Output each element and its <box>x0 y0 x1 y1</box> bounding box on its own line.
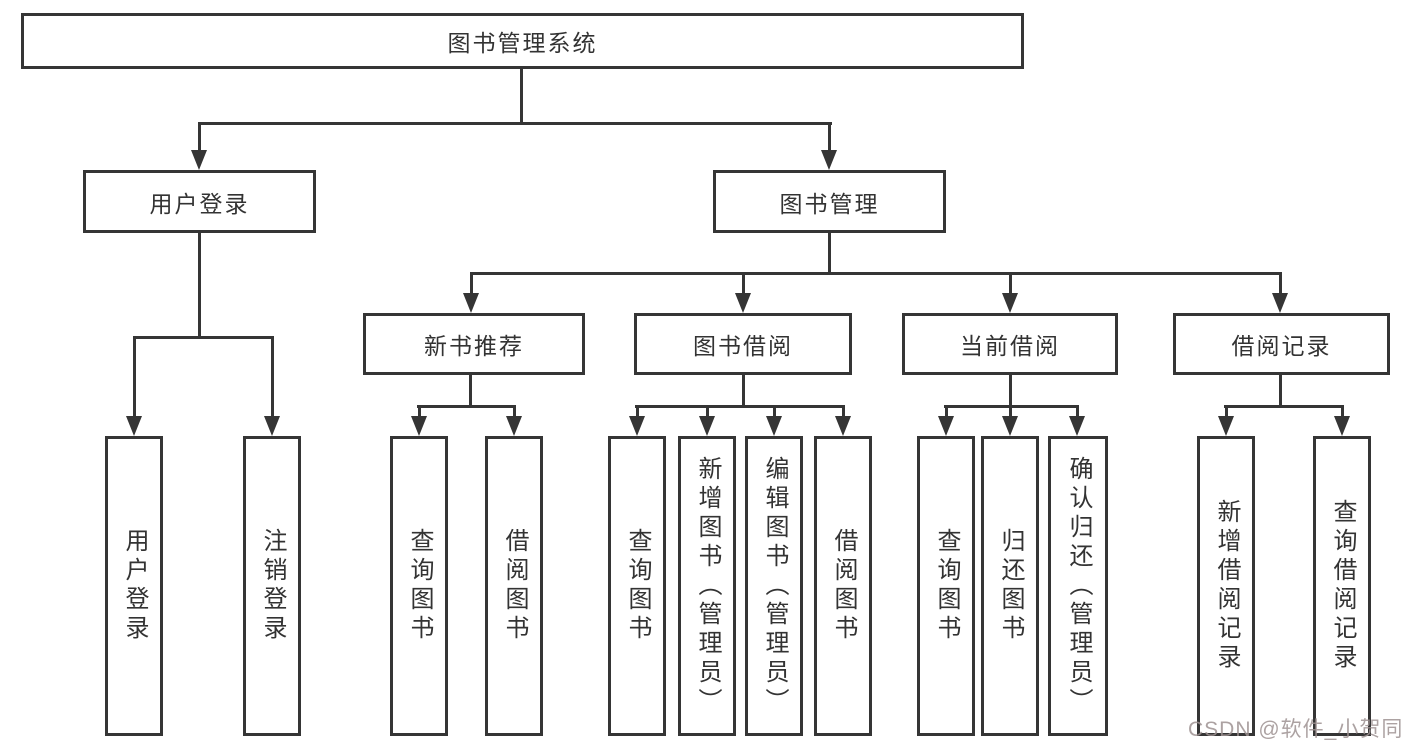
arrow-down-icon <box>411 416 427 436</box>
node-new-book-recommend: 新书推荐 <box>363 313 585 375</box>
leaf-edit-books-admin: 编辑图书（管理员） <box>745 436 803 736</box>
node-label: 当前借阅 <box>960 333 1060 359</box>
connector-stem <box>636 405 639 418</box>
arrow-down-icon <box>938 416 954 436</box>
arrow-down-icon <box>264 416 280 436</box>
connector-stem <box>1341 405 1344 418</box>
node-library-management-system: 图书管理系统 <box>21 13 1024 69</box>
leaf-user-login: 用户登录 <box>105 436 163 736</box>
arrow-down-icon <box>126 416 142 436</box>
connector-book-mgmt-stem <box>828 122 831 152</box>
node-label: 查询借阅记录 <box>1329 499 1356 673</box>
node-label: 注销登录 <box>259 528 286 644</box>
node-borrow-records: 借阅记录 <box>1173 313 1390 375</box>
connector-stem <box>945 405 948 418</box>
leaf-query-books-1: 查询图书 <box>390 436 448 736</box>
connector-stem <box>1009 272 1012 295</box>
node-label: 图书管理系统 <box>447 30 598 56</box>
connector-stem <box>271 336 274 418</box>
node-label: 借阅记录 <box>1231 333 1332 359</box>
leaf-logout: 注销登录 <box>243 436 301 736</box>
arrow-down-icon <box>735 293 751 313</box>
arrow-down-icon <box>766 416 782 436</box>
node-book-borrow: 图书借阅 <box>634 313 852 375</box>
leaf-query-books-3: 查询图书 <box>917 436 975 736</box>
connector-stem <box>706 405 709 418</box>
node-current-borrow: 当前借阅 <box>902 313 1118 375</box>
arrow-down-icon <box>629 416 645 436</box>
arrow-down-icon <box>1002 416 1018 436</box>
arrow-down-icon <box>1069 416 1085 436</box>
connector-rail <box>1224 405 1344 408</box>
node-label: 新书推荐 <box>424 333 524 359</box>
connector-stem <box>773 405 776 418</box>
arrow-down-icon <box>1002 293 1018 313</box>
connector-user-login-down <box>198 232 201 338</box>
connector-down <box>1009 375 1012 407</box>
connector-stem <box>842 405 845 418</box>
node-label: 查询图书 <box>933 528 960 644</box>
node-label: 图书借阅 <box>693 333 793 359</box>
arrow-down-icon <box>1272 293 1288 313</box>
connector-level2-rail <box>198 122 832 125</box>
arrow-down-icon <box>191 150 207 170</box>
connector-stem <box>418 405 421 418</box>
node-label: 用户登录 <box>121 528 148 644</box>
node-label: 借阅图书 <box>830 528 857 644</box>
leaf-return-books: 归还图书 <box>981 436 1039 736</box>
connector-user-login-stem <box>198 122 201 152</box>
connector-root-stem <box>520 69 523 122</box>
connector-level3-rail <box>470 272 1282 275</box>
connector-stem <box>133 336 136 418</box>
leaf-add-books-admin: 新增图书（管理员） <box>678 436 736 736</box>
node-label: 新增借阅记录 <box>1213 499 1240 673</box>
leaf-add-borrow-record: 新增借阅记录 <box>1197 436 1255 736</box>
connector-down <box>742 375 745 407</box>
connector-book-mgmt-down <box>828 232 831 274</box>
connector-stem <box>1076 405 1079 418</box>
connector-rail <box>417 405 516 408</box>
node-label: 查询图书 <box>406 528 433 644</box>
node-book-management: 图书管理 <box>713 170 946 233</box>
leaf-query-borrow-record: 查询借阅记录 <box>1313 436 1371 736</box>
connector-down <box>1279 375 1282 407</box>
arrow-down-icon <box>835 416 851 436</box>
arrow-down-icon <box>821 150 837 170</box>
node-user-login: 用户登录 <box>83 170 316 233</box>
connector-stem <box>513 405 516 418</box>
connector-stem <box>742 272 745 295</box>
arrow-down-icon <box>1334 416 1350 436</box>
node-label: 归还图书 <box>997 528 1024 644</box>
connector-rail <box>635 405 845 408</box>
leaf-borrow-books-1: 借阅图书 <box>485 436 543 736</box>
connector-stem <box>1009 405 1012 418</box>
node-label: 查询图书 <box>624 528 651 644</box>
csdn-watermark: CSDN @软件_小贺同学 <box>1188 718 1404 741</box>
connector-stem <box>470 272 473 295</box>
node-label: 用户登录 <box>149 190 250 217</box>
connector-down <box>469 375 472 407</box>
connector-stem <box>1279 272 1282 295</box>
node-label: 图书管理 <box>779 190 880 217</box>
node-label: 新增图书（管理员） <box>694 455 721 717</box>
leaf-borrow-books-2: 借阅图书 <box>814 436 872 736</box>
arrow-down-icon <box>463 293 479 313</box>
connector-stem <box>1225 405 1228 418</box>
leaf-confirm-return-admin: 确认归还（管理员） <box>1048 436 1108 736</box>
leaf-query-books-2: 查询图书 <box>608 436 666 736</box>
arrow-down-icon <box>1218 416 1234 436</box>
connector-user-login-rail <box>133 336 274 339</box>
arrow-down-icon <box>699 416 715 436</box>
node-label: 借阅图书 <box>501 528 528 644</box>
node-label: 确认归还（管理员） <box>1065 455 1092 717</box>
node-label: 编辑图书（管理员） <box>761 455 788 717</box>
arrow-down-icon <box>506 416 522 436</box>
